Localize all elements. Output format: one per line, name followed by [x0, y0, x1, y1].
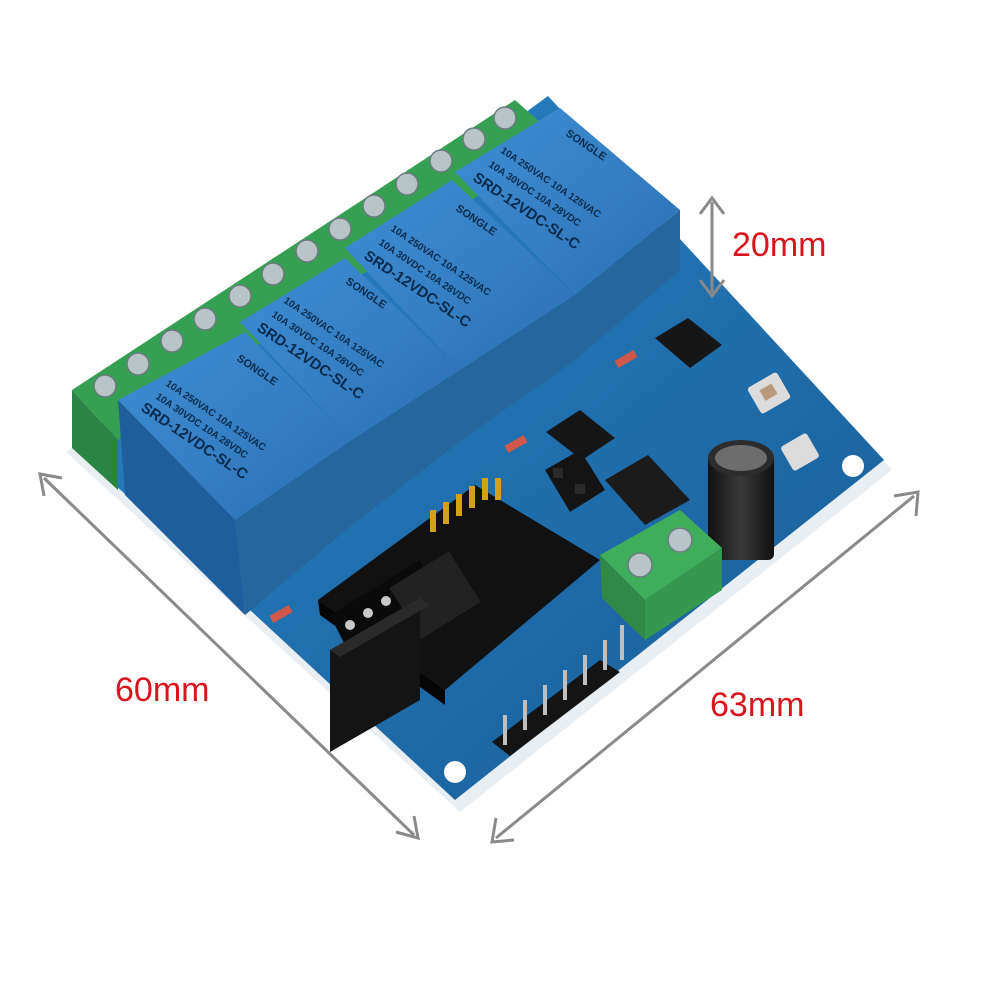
jumper-header: [545, 450, 605, 512]
female-header: [330, 598, 430, 752]
dimension-arrow-width: [38, 472, 420, 841]
depth-dimension-label: 63mm: [710, 686, 805, 724]
optocoupler: [655, 318, 722, 368]
relay-1: SRD-12VDC-SL-C 10A 250VAC 10A 125VAC 10A…: [118, 332, 352, 615]
power-terminal: [600, 510, 722, 640]
electrolytic-capacitor: [708, 440, 774, 560]
dimension-arrow-height: [698, 195, 726, 299]
width-dimension-label: 60mm: [115, 671, 210, 709]
dimension-arrow-depth: [490, 490, 920, 844]
optocoupler: [546, 410, 615, 460]
tactile-button: [747, 372, 791, 414]
pin-header: [492, 625, 624, 756]
mount-hole: [444, 761, 466, 783]
height-dimension-label: 20mm: [732, 226, 827, 264]
terminal-strip: [72, 100, 560, 490]
mount-hole: [842, 455, 864, 477]
relay-2: SRD-12VDC-SL-C 10A 250VAC 10A 125VAC 10A…: [240, 258, 462, 525]
diode: [269, 350, 638, 623]
tactile-button: [781, 433, 819, 471]
pcb-board: [72, 96, 884, 800]
ic-chip: [605, 455, 690, 525]
